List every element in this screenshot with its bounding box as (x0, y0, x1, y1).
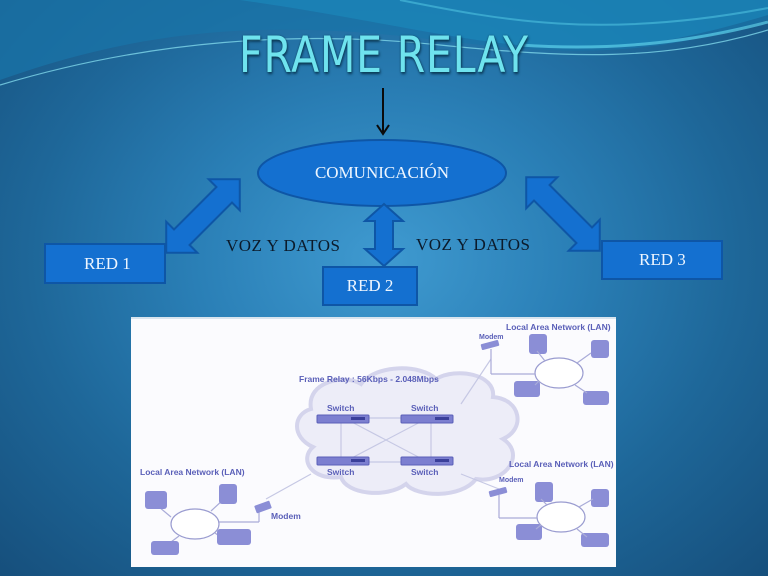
switch-icon (400, 414, 454, 424)
lan-label-bottom-left: Local Area Network (LAN) (140, 467, 245, 477)
link-label-left: VOZ Y DATOS (226, 236, 341, 255)
modem-label-bottom-right: Modem (499, 477, 524, 484)
network-red-2: RED 2 (322, 266, 418, 306)
switch-label: Switch (411, 403, 439, 413)
switch-label: Switch (327, 403, 355, 413)
cloud-caption: Frame Relay : 56Kbps - 2.048Mbps (299, 374, 439, 384)
lan-top-right (490, 349, 592, 394)
network-red-3: RED 3 (601, 240, 723, 280)
lan-bottom-right (498, 495, 594, 538)
network-red-3-label: RED 3 (639, 250, 686, 269)
switch-icon (316, 414, 370, 424)
background-wave-decoration (0, 0, 768, 86)
communication-node-label: COMUNICACIÓN (314, 163, 450, 182)
double-arrow-red3-icon (525, 176, 601, 252)
switch-icon (400, 456, 454, 466)
concept-diagram (165, 88, 601, 268)
double-arrow-red1-icon (165, 178, 241, 254)
switch-label: Switch (411, 467, 439, 477)
network-red-2-label: RED 2 (346, 276, 394, 295)
modem-label-bottom-left: Modem (271, 511, 301, 521)
computer-icons (145, 334, 609, 555)
switch-label: Switch (327, 467, 355, 477)
lan-label-top-right: Local Area Network (LAN) (506, 322, 611, 332)
network-red-1-label: RED 1 (84, 253, 131, 273)
switch-icon (316, 456, 370, 466)
modem-label-top-right: Modem (479, 334, 504, 341)
lan-label-bottom-right: Local Area Network (LAN) (509, 459, 614, 469)
double-arrow-red2-icon (362, 202, 406, 268)
lan-bottom-left (158, 498, 260, 546)
network-illustration (145, 334, 609, 555)
down-arrow-icon (376, 88, 390, 136)
frame-relay-network-figure: Frame Relay : 56Kbps - 2.048Mbps Switch … (131, 317, 616, 567)
link-label-right: VOZ Y DATOS (416, 235, 531, 254)
network-red-1: RED 1 (44, 243, 166, 284)
slide-title: FRAME RELAY (239, 26, 529, 84)
